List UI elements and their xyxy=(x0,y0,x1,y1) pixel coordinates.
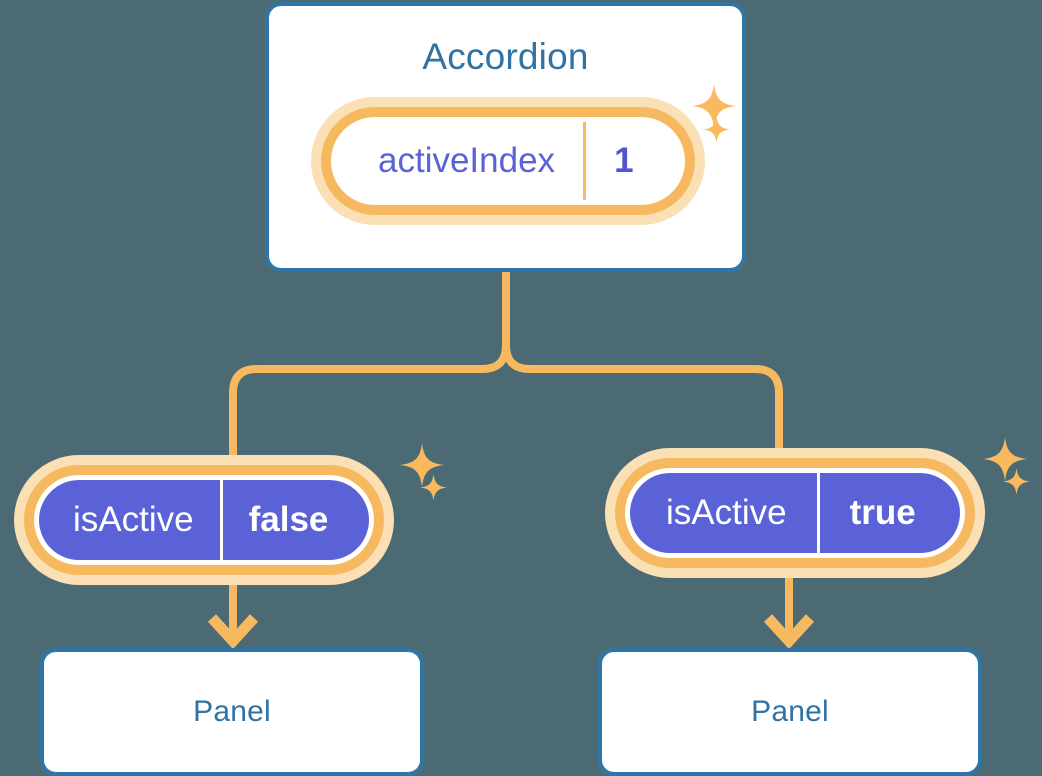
state-name: activeIndex xyxy=(378,141,556,180)
state-value: true xyxy=(816,473,960,553)
sparkle-icon xyxy=(1003,468,1030,495)
state-value: false xyxy=(219,480,365,560)
sparkle-icon xyxy=(983,437,1027,481)
sparkle-icon xyxy=(420,474,447,501)
state-pill-is-active-false[interactable]: isActive false xyxy=(39,480,369,560)
component-title: Panel xyxy=(193,695,271,728)
component-card-panel-left[interactable]: Panel xyxy=(40,648,424,776)
state-name: isActive xyxy=(73,500,194,539)
component-title: Accordion xyxy=(422,36,589,77)
component-title: Panel xyxy=(751,695,829,728)
component-card-panel-right[interactable]: Panel xyxy=(598,648,982,776)
connector-branch-left xyxy=(229,341,510,472)
state-pill-is-active-true[interactable]: isActive true xyxy=(630,473,960,553)
connector-branch-right xyxy=(502,341,783,466)
arrowhead-right-icon xyxy=(763,614,815,650)
state-value: 1 xyxy=(583,122,677,200)
arrowhead-left-icon xyxy=(207,614,259,650)
state-name: isActive xyxy=(666,493,787,532)
state-pill-active-index[interactable]: activeIndex 1 xyxy=(336,122,680,200)
sparkle-icon xyxy=(400,443,444,487)
